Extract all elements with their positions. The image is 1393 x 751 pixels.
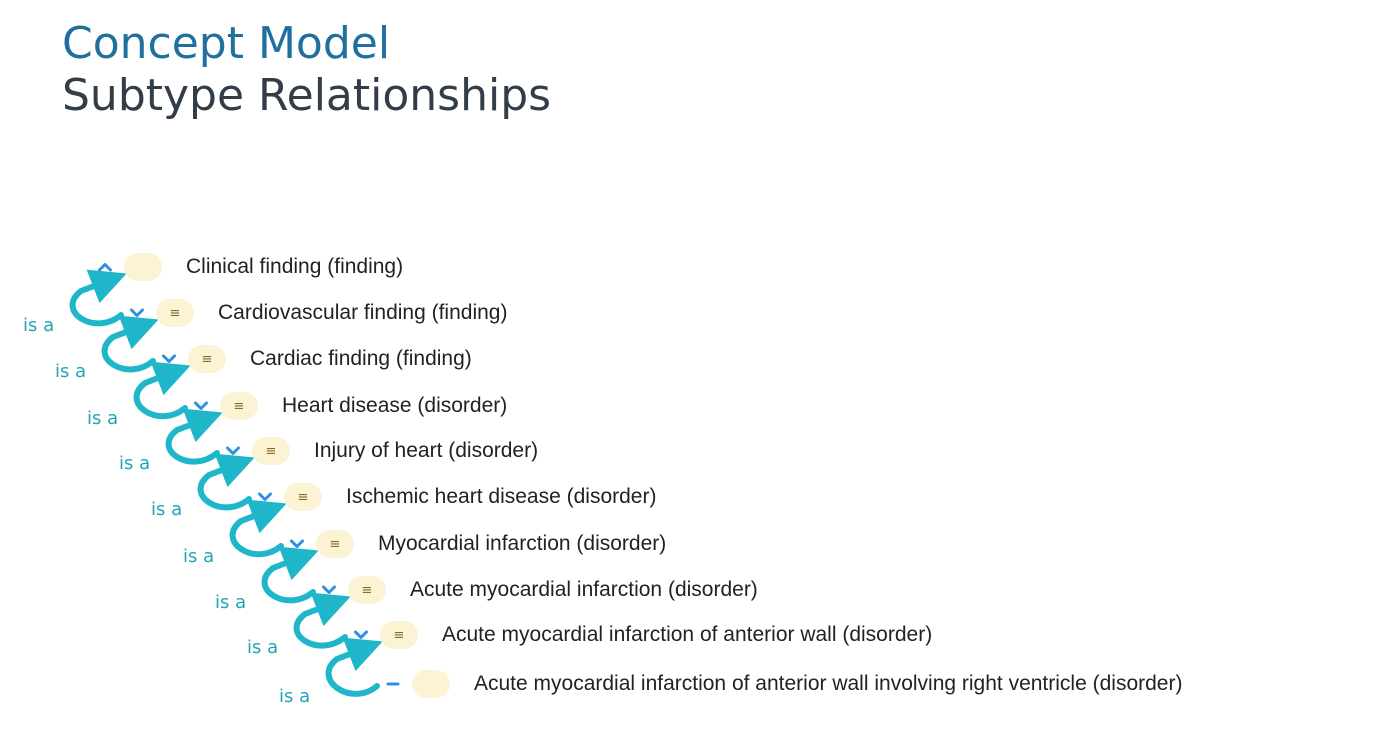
is-a-arrow — [165, 408, 223, 465]
chevron-up-icon[interactable] — [94, 258, 116, 276]
equiv-icon: ≡ — [297, 489, 309, 505]
is-a-label: is a — [215, 592, 247, 613]
is-a-label: is a — [119, 453, 151, 474]
concept-badge: ≡ — [156, 299, 194, 327]
tree-row[interactable]: ≡ Heart disease (disorder) — [190, 388, 507, 424]
is-a-arrow — [101, 315, 159, 373]
is-a-label: is a — [151, 499, 183, 520]
equiv-icon: ≡ — [393, 627, 405, 643]
concept-badge: ≡ — [380, 621, 418, 649]
concept-label: Injury of heart (disorder) — [314, 439, 539, 462]
is-a-label: is a — [183, 546, 215, 567]
tree-row[interactable]: ≡ Injury of heart (disorder) — [222, 433, 538, 469]
concept-badge: ≡ — [188, 345, 226, 373]
concept-badge: ≡ — [220, 392, 258, 420]
is-a-label: is a — [279, 686, 311, 707]
is-a-arrow — [229, 499, 287, 558]
tree-row[interactable]: ≡ Acute myocardial infarction (disorder) — [318, 572, 758, 608]
equiv-icon: ≡ — [233, 398, 245, 414]
title-block: Concept Model Subtype Relationships — [62, 18, 551, 122]
dash-icon[interactable] — [382, 675, 404, 693]
chevron-down-icon[interactable] — [318, 581, 340, 599]
concept-label: Heart disease (disorder) — [282, 394, 508, 417]
is-a-arrow — [325, 637, 383, 697]
equiv-icon: ≡ — [201, 351, 213, 367]
is-a-label: is a — [23, 315, 55, 336]
concept-label: Acute myocardial infarction (disorder) — [410, 578, 758, 601]
concept-label: Ischemic heart disease (disorder) — [346, 485, 657, 508]
tree-row[interactable]: ≡ Cardiac finding (finding) — [158, 341, 472, 377]
is-a-arrow — [293, 592, 351, 649]
tree-row[interactable]: ≡ Myocardial infarction (disorder) — [286, 526, 666, 562]
concept-badge — [124, 253, 162, 281]
tree-row[interactable]: ≡ Acute myocardial infarction of anterior… — [350, 617, 932, 653]
page-subtitle: Subtype Relationships — [62, 70, 552, 121]
chevron-down-icon[interactable] — [190, 397, 212, 415]
chevron-down-icon[interactable] — [254, 488, 276, 506]
concept-badge: ≡ — [284, 483, 322, 511]
concept-badge: ≡ — [348, 576, 386, 604]
concept-badge — [412, 670, 450, 698]
equiv-icon: ≡ — [169, 305, 181, 321]
tree-row[interactable]: ≡ Cardiovascular finding (finding) — [126, 295, 507, 331]
tree-row[interactable]: Acute myocardial infarction of anterior … — [382, 666, 1182, 702]
tree-row[interactable]: ≡ Ischemic heart disease (disorder) — [254, 479, 656, 515]
chevron-down-icon[interactable] — [126, 304, 148, 322]
concept-label: Cardiac finding (finding) — [250, 347, 472, 370]
chevron-down-icon[interactable] — [350, 626, 372, 644]
equiv-icon: ≡ — [329, 536, 341, 552]
concept-label: Acute myocardial infarction of anterior … — [442, 623, 933, 646]
is-a-label: is a — [247, 637, 279, 658]
is-a-label: is a — [87, 408, 119, 429]
chevron-down-icon[interactable] — [286, 535, 308, 553]
equiv-icon: ≡ — [361, 582, 373, 598]
concept-badge: ≡ — [316, 530, 354, 558]
tree-row[interactable]: Clinical finding (finding) — [94, 249, 403, 285]
concept-label: Myocardial infarction (disorder) — [378, 532, 667, 555]
is-a-arrow — [133, 361, 191, 420]
is-a-arrow — [69, 269, 127, 327]
concept-label: Cardiovascular finding (finding) — [218, 301, 508, 324]
concept-label: Clinical finding (finding) — [186, 255, 404, 278]
equiv-icon: ≡ — [265, 443, 277, 459]
is-a-label: is a — [55, 361, 87, 382]
is-a-arrow — [261, 546, 319, 604]
chevron-down-icon[interactable] — [222, 442, 244, 460]
chevron-down-icon[interactable] — [158, 350, 180, 368]
concept-label: Acute myocardial infarction of anterior … — [474, 672, 1183, 695]
is-a-arrow — [197, 453, 255, 511]
concept-badge: ≡ — [252, 437, 290, 465]
page-title: Concept Model — [62, 18, 391, 69]
